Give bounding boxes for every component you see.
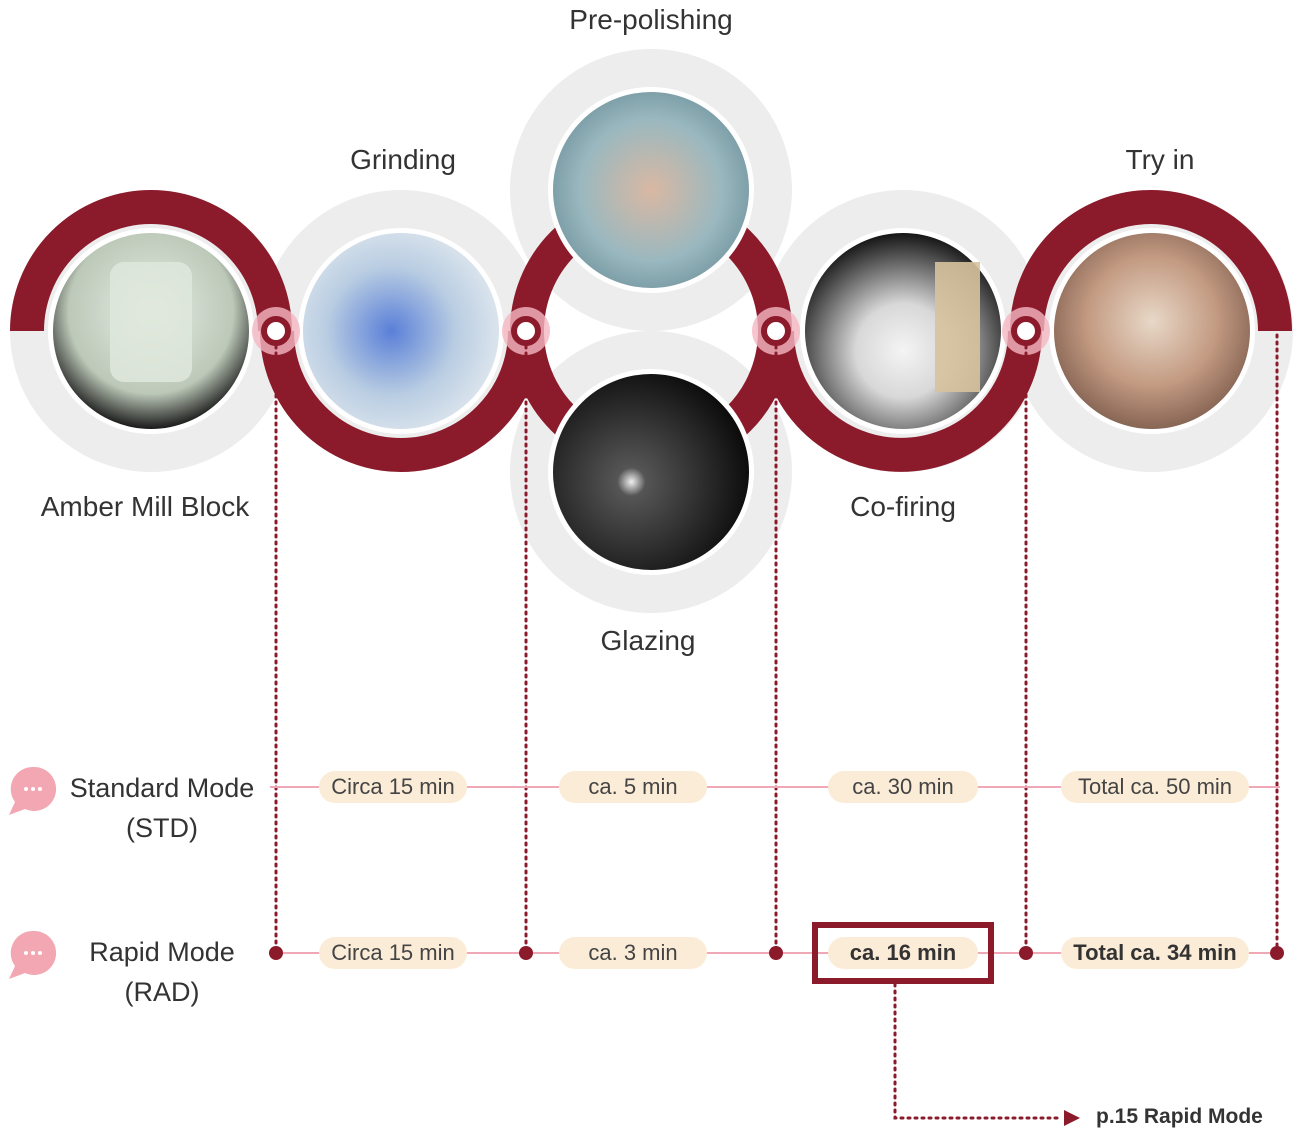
step-label-tryin: Try in xyxy=(1125,144,1195,175)
arc-cofiring-bottom xyxy=(760,330,1042,472)
reference-connector xyxy=(893,982,1064,1120)
std-time-grinding: Circa 15 min xyxy=(319,771,467,803)
rapid-mode-page-reference[interactable]: p.15 Rapid Mode xyxy=(1096,1105,1263,1128)
photos xyxy=(48,87,1255,575)
arc-tryin-top xyxy=(1010,190,1292,332)
rapid-mode-name: Rapid Mode xyxy=(89,937,235,967)
junctions xyxy=(252,307,1050,355)
step-label-cofiring: Co-firing xyxy=(850,491,956,522)
rad-time-grinding: Circa 15 min xyxy=(319,937,467,969)
speech-bubble-icon xyxy=(9,930,57,979)
rapid-mode-label: Rapid Mode (RAD) xyxy=(89,932,235,1012)
junction-ring-3 xyxy=(761,316,791,346)
rapid-dots xyxy=(269,946,1284,960)
rad-time-polishing: ca. 3 min xyxy=(559,937,707,969)
arrow-right-icon xyxy=(1064,1110,1080,1126)
grinding-image xyxy=(303,233,499,429)
speech-bubble-icon xyxy=(9,766,57,815)
std-time-firing: ca. 30 min xyxy=(828,771,978,803)
standard-mode-abbr: (STD) xyxy=(126,813,198,843)
tryin-image xyxy=(1054,233,1250,429)
rad-time-total: Total ca. 34 min xyxy=(1061,937,1249,969)
arc-grinding-bottom xyxy=(260,330,542,472)
step-label-glazing: Glazing xyxy=(600,625,696,656)
rapid-mode-abbr: (RAD) xyxy=(124,977,200,1007)
arc-amber-top xyxy=(10,190,292,332)
standard-mode-label: Standard Mode (STD) xyxy=(70,768,255,848)
step-label-prepolishing: Pre-polishing xyxy=(569,4,733,35)
prepolishing-image xyxy=(553,92,749,288)
junction-ring-2 xyxy=(511,316,541,346)
step-label-amber-mill-block: Amber Mill Block xyxy=(40,491,250,522)
std-time-polishing: ca. 5 min xyxy=(559,771,707,803)
rad-time-firing: ca. 16 min xyxy=(828,937,978,969)
junction-ring-1 xyxy=(261,316,291,346)
standard-mode-name: Standard Mode xyxy=(69,773,255,803)
std-time-total: Total ca. 50 min xyxy=(1061,771,1249,803)
junction-ring-4 xyxy=(1011,316,1041,346)
glazing-image xyxy=(553,374,749,570)
step-label-grinding: Grinding xyxy=(350,144,456,175)
vertical-guides xyxy=(274,333,1279,955)
highlight-box xyxy=(812,922,994,984)
